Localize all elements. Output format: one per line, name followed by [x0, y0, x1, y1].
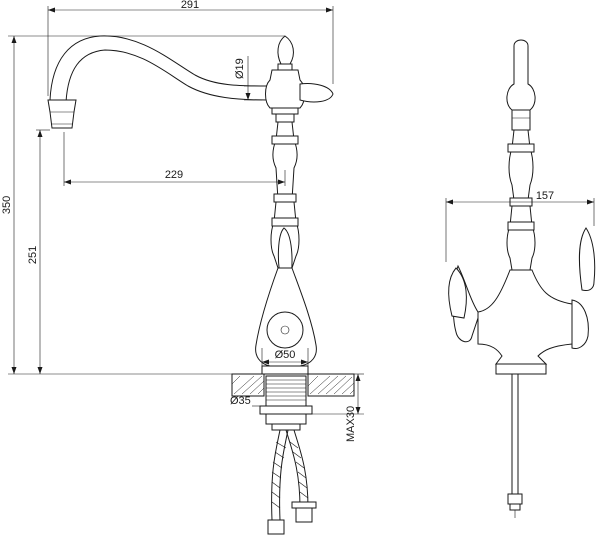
- top-lever: [299, 83, 334, 103]
- front-view: [47, 35, 355, 535]
- threaded-shank: [265, 375, 307, 407]
- base-flange: [261, 365, 309, 375]
- dim-229: 229: [165, 169, 183, 181]
- shank-threads: [266, 379, 306, 401]
- side-lever-left-handle: [448, 267, 467, 319]
- spout-hub: [265, 69, 305, 109]
- side-dimensions: 157: [445, 190, 595, 262]
- dim-max30: MAX30: [345, 406, 357, 442]
- side-lever-right: [578, 227, 596, 291]
- dim-157: 157: [536, 190, 554, 202]
- dim-50: Ø50: [275, 349, 296, 361]
- dim-350: 350: [1, 196, 13, 214]
- side-spout: [506, 39, 536, 111]
- side-body: [477, 269, 573, 365]
- countertop-hatching: [231, 375, 355, 395]
- dim-19: Ø19: [234, 58, 246, 79]
- side-base: [495, 363, 547, 375]
- mounting-nut: [259, 405, 313, 415]
- hose-fitting-left: [267, 519, 285, 535]
- side-rod: [511, 373, 519, 495]
- hose-fitting-right: [295, 507, 313, 523]
- top-finial: [277, 35, 294, 65]
- countertop-right: [307, 373, 355, 397]
- dim-35: Ø35: [230, 395, 251, 407]
- dim-251: 251: [27, 246, 39, 264]
- supply-hoses: [271, 429, 309, 521]
- side-column: [508, 129, 534, 201]
- front-dimensions: 291 Ø19 229 350 251 Ø50 Ø35 MAX30: [1, 0, 364, 442]
- dim-291: 291: [181, 0, 199, 11]
- countertop-left: [231, 373, 265, 397]
- side-view: [448, 39, 596, 518]
- column-upper: [272, 121, 298, 201]
